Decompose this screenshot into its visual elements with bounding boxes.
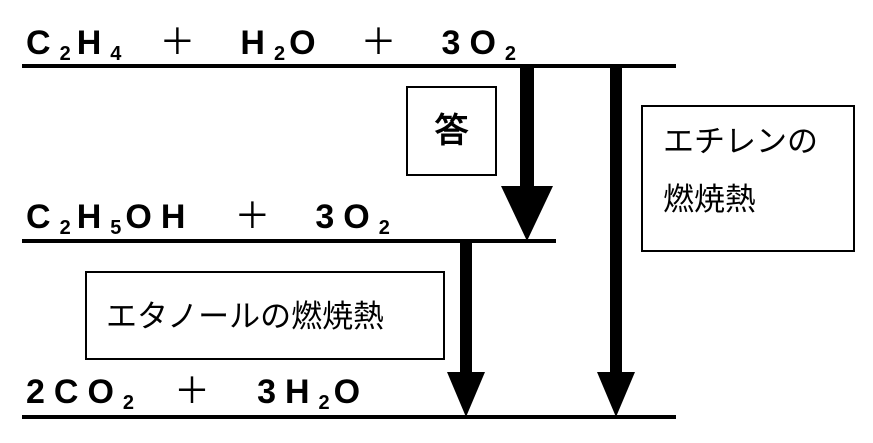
bot-o: O xyxy=(334,373,369,411)
bot-3h: 3H xyxy=(257,373,318,411)
ethanol-box xyxy=(85,271,445,360)
arrow-ethylene-shaft xyxy=(610,66,622,374)
top-c-sub: 2 xyxy=(60,43,71,65)
answer-box xyxy=(406,86,497,176)
ethylene-box xyxy=(641,105,855,252)
mid-h-sub: 5 xyxy=(110,217,121,239)
mid-h: H xyxy=(77,198,111,236)
bot-2co: 2CO xyxy=(26,373,123,411)
mid-plus: ＋ xyxy=(234,195,279,236)
ethanol-label: エタノールの燃焼熱 xyxy=(106,299,384,335)
top-h: H xyxy=(77,24,111,62)
arrow-ethylene-head xyxy=(597,372,635,417)
top-h2: H xyxy=(240,24,274,62)
top-h2-sub: 2 xyxy=(274,43,285,65)
top-plus-1: ＋ xyxy=(159,21,204,62)
arrow-ethanol-head xyxy=(447,372,485,417)
mid-oh: OH xyxy=(125,198,194,236)
mid-c-sub: 2 xyxy=(60,217,71,239)
mid-3o-sub: 2 xyxy=(379,217,390,239)
mid-3o: 3O xyxy=(315,198,378,236)
bot-2co-sub: 2 xyxy=(123,392,134,414)
arrow-ethanol-shaft xyxy=(460,241,472,374)
mid-c: C xyxy=(26,198,60,236)
ethylene-label-line1: エチレンの xyxy=(663,124,818,160)
arrow-answer-head xyxy=(501,186,553,241)
answer-label: 答 xyxy=(435,111,470,151)
bot-plus: ＋ xyxy=(174,370,219,411)
top-3o-sub: 2 xyxy=(505,43,516,65)
bot-3h-sub: 2 xyxy=(319,392,330,414)
top-c: C xyxy=(26,24,60,62)
top-o: O xyxy=(289,24,324,62)
ethylene-label-line2: 燃焼熱 xyxy=(663,182,756,218)
top-3o: 3O xyxy=(442,24,505,62)
top-plus-2: ＋ xyxy=(361,21,406,62)
top-h-sub: 4 xyxy=(110,43,122,65)
arrow-answer-shaft xyxy=(520,66,534,188)
